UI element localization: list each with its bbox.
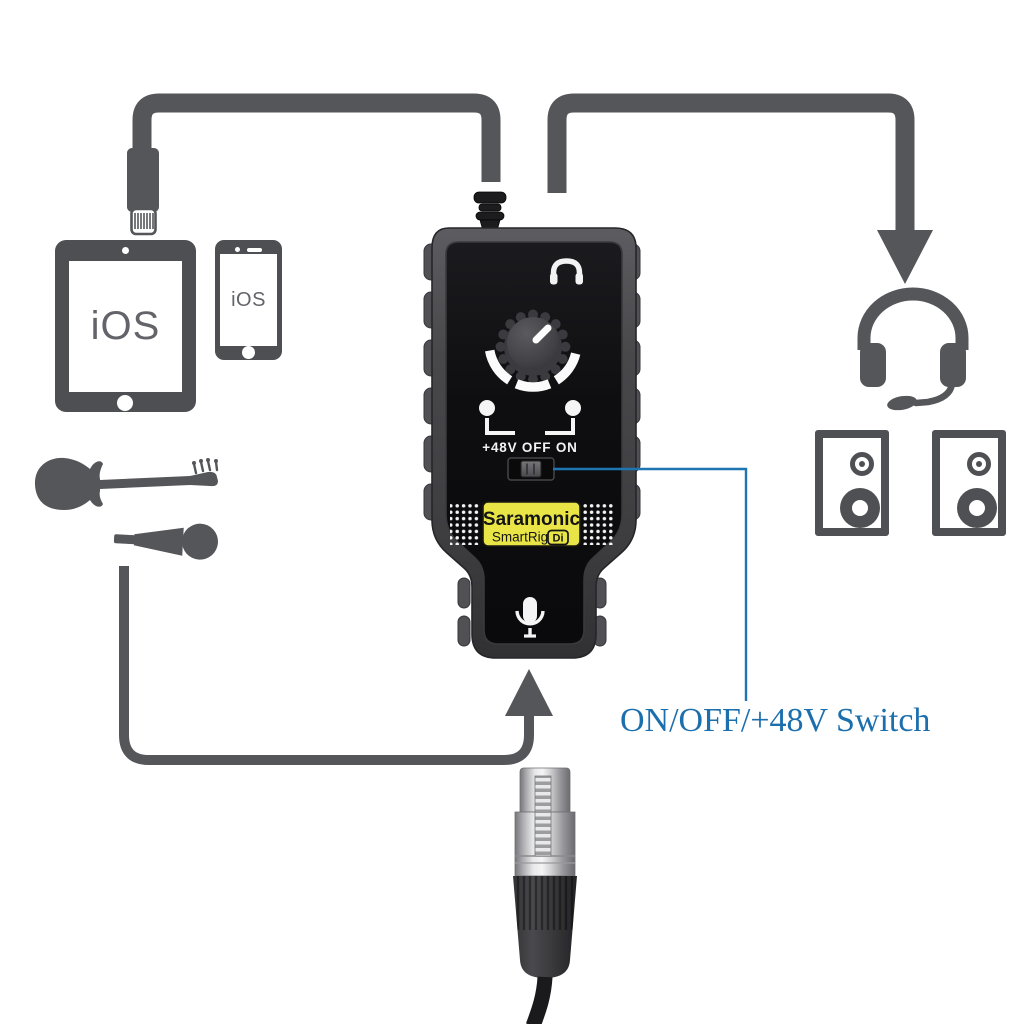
instrument-cable	[119, 566, 534, 765]
switch-legend: +48V OFF ON	[482, 440, 577, 455]
iphone-icon: iOS	[215, 240, 282, 360]
callout-text: ON/OFF/+48V Switch	[620, 702, 931, 739]
guitar-icon	[34, 457, 219, 510]
iphone-os-label: iOS	[231, 288, 266, 311]
woofer-icon	[957, 488, 997, 528]
arrow-down-icon	[877, 230, 933, 284]
brand-name: Saramonic	[483, 509, 581, 530]
home-button-icon	[117, 395, 133, 411]
phantom-dot-icon	[479, 400, 495, 416]
mic-input-icon	[515, 597, 545, 638]
knob-arc-scale	[485, 349, 581, 392]
dot-texture-left	[450, 503, 480, 545]
model-name: SmartRig	[492, 530, 548, 545]
speaker-icon-right	[932, 430, 1006, 536]
xlr-latch	[534, 775, 552, 857]
camera-dot-icon	[122, 247, 129, 254]
audio-interface: +48V OFF ON Saramonic SmartRig Di	[423, 191, 641, 659]
xlr-boot	[513, 876, 577, 978]
arrow-up-icon	[505, 669, 553, 716]
phantom-power-switch	[507, 457, 555, 481]
lightning-connector-icon	[127, 148, 159, 236]
model-badge: Di	[553, 533, 564, 545]
xlr-cable	[525, 976, 553, 1024]
woofer-icon	[840, 488, 880, 528]
brand-label: Saramonic SmartRig Di	[482, 501, 581, 547]
home-button-icon	[242, 346, 255, 359]
headphone-cable	[547, 93, 915, 232]
lightning-cable	[132, 93, 501, 182]
speaker-slot-icon	[247, 248, 262, 252]
knob-indicator	[532, 324, 552, 344]
tweeter-icon	[850, 452, 874, 476]
left-bracket-line	[485, 418, 515, 435]
ipad-icon: iOS	[55, 240, 196, 412]
right-bracket-line	[545, 418, 575, 435]
xlr-connector	[513, 767, 577, 1024]
ipad-screen: iOS	[69, 261, 182, 392]
iphone-screen: iOS	[220, 254, 277, 346]
headphone-icon	[550, 258, 583, 285]
ipad-os-label: iOS	[90, 304, 161, 348]
on-dot-icon	[565, 400, 581, 416]
camera-dot-icon	[235, 247, 240, 252]
gain-knob	[495, 309, 571, 385]
microphone-icon	[113, 523, 219, 560]
speaker-icon-left	[815, 430, 889, 536]
dot-texture-right	[583, 503, 613, 545]
model-badge-box	[547, 529, 569, 546]
tweeter-icon	[967, 452, 991, 476]
headset-icon	[857, 287, 969, 411]
